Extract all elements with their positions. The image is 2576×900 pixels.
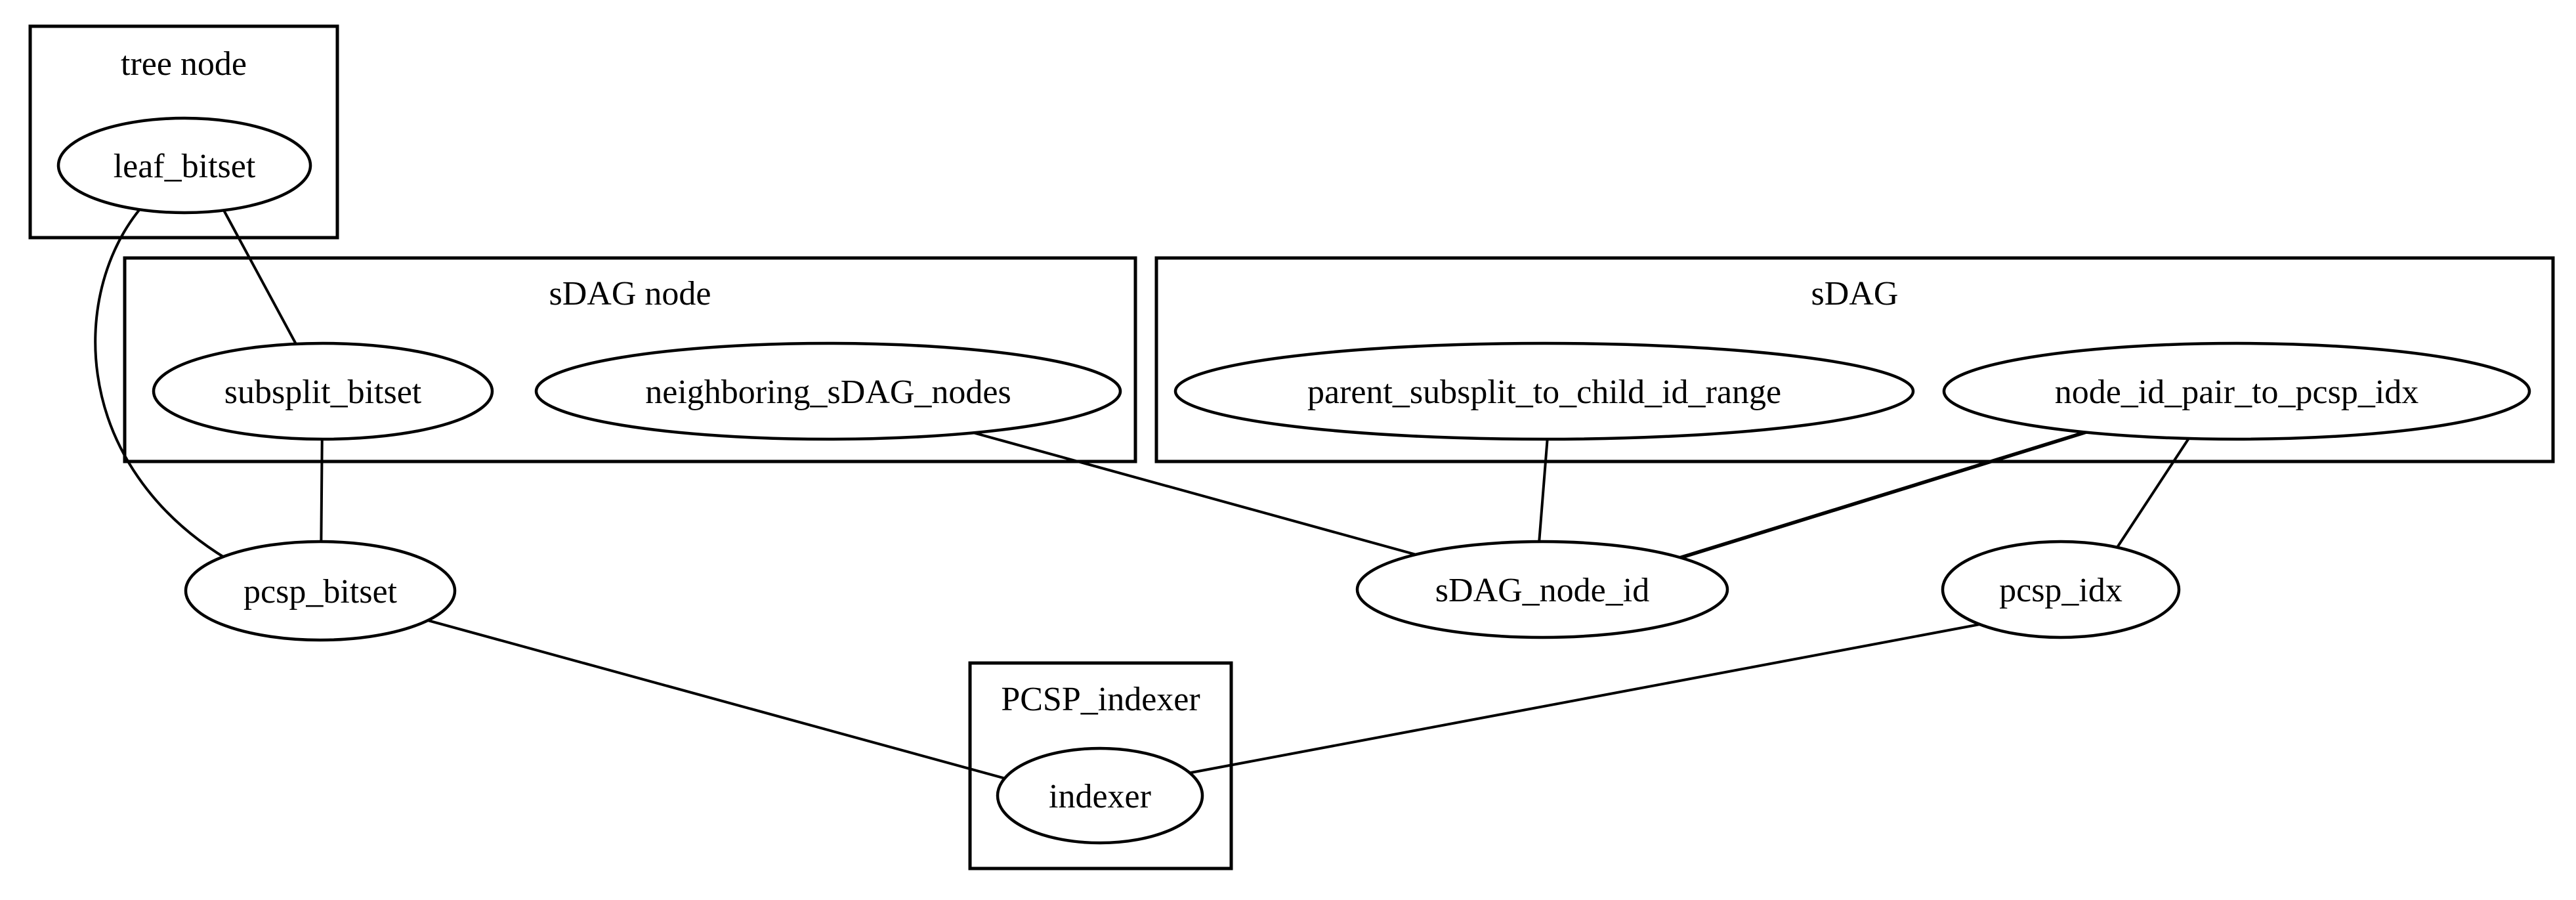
cluster-sdag: sDAG — [1154, 256, 2555, 463]
node-node-id-pair-to-pcsp-idx: node_id_pair_to_pcsp_idx — [1942, 341, 2531, 441]
node-subsplit-bitset: subsplit_bitset — [152, 341, 494, 441]
node-subsplit-bitset-label: subsplit_bitset — [224, 374, 422, 411]
node-indexer-shape — [996, 746, 1204, 845]
node-neighboring-sdag-nodes: neighboring_sDAG_nodes — [534, 341, 1122, 441]
nodes: leaf_bitset subsplit_bitset neighboring_… — [56, 116, 2531, 845]
cluster-sdag-node: sDAG node — [123, 256, 1137, 463]
edge-pcsp-idx-to-indexer — [1173, 617, 2012, 777]
cluster-tree-node-label: tree node — [121, 45, 247, 83]
node-parent-subsplit-to-child-id-range-shape — [1173, 341, 1915, 441]
node-pcsp-bitset-shape — [184, 540, 457, 642]
node-leaf-bitset: leaf_bitset — [56, 116, 312, 215]
cluster-pcsp-indexer-label: PCSP_indexer — [1001, 681, 1200, 718]
node-node-id-pair-to-pcsp-idx-label: node_id_pair_to_pcsp_idx — [2055, 374, 2419, 411]
node-pcsp-bitset: pcsp_bitset — [184, 540, 457, 642]
edge-leaf-bitset-to-pcsp-bitset — [94, 196, 237, 566]
node-pcsp-idx-shape — [1941, 540, 2181, 639]
node-neighboring-sdag-nodes-shape — [534, 341, 1122, 441]
node-indexer: indexer — [996, 746, 1204, 845]
cluster-tree-node-border — [28, 24, 339, 240]
cluster-sdag-border — [1154, 256, 2555, 463]
edge-pcsp-bitset-to-indexer — [403, 612, 1028, 786]
node-pcsp-idx: pcsp_idx — [1941, 540, 2181, 639]
node-leaf-bitset-label: leaf_bitset — [114, 148, 256, 185]
node-sdag-node-id-shape — [1355, 540, 1729, 639]
cluster-sdag-node-label: sDAG node — [549, 275, 711, 312]
node-node-id-pair-to-pcsp-idx-shape — [1942, 341, 2531, 441]
cluster-sdag-label: sDAG — [1811, 275, 1899, 312]
node-neighboring-sdag-nodes-label: neighboring_sDAG_nodes — [645, 374, 1011, 411]
edges — [94, 196, 2200, 786]
edge-leaf-bitset-to-subsplit-bitset — [215, 196, 306, 362]
node-leaf-bitset-shape — [56, 116, 312, 215]
node-parent-subsplit-to-child-id-range: parent_subsplit_to_child_id_range — [1173, 341, 1915, 441]
node-sdag-node-id-label: sDAG_node_id — [1435, 572, 1649, 609]
edge-node-id-pair-to-pcsp-idx-to-sdag-node-id — [1653, 425, 2104, 568]
node-indexer-label: indexer — [1049, 778, 1151, 815]
node-subsplit-bitset-shape — [152, 341, 494, 441]
cluster-sdag-node-border — [123, 256, 1137, 463]
node-parent-subsplit-to-child-id-range-label: parent_subsplit_to_child_id_range — [1307, 374, 1781, 411]
node-pcsp-bitset-label: pcsp_bitset — [243, 573, 398, 611]
edge-neighboring-sdag-nodes-to-sdag-node-id — [951, 425, 1448, 565]
edge-node-id-pair-to-pcsp-idx-to-pcsp-idx — [2107, 422, 2200, 563]
cluster-tree-node: tree node — [28, 24, 339, 240]
node-pcsp-idx-label: pcsp_idx — [1999, 572, 2122, 609]
node-sdag-node-id: sDAG_node_id — [1355, 540, 1729, 639]
